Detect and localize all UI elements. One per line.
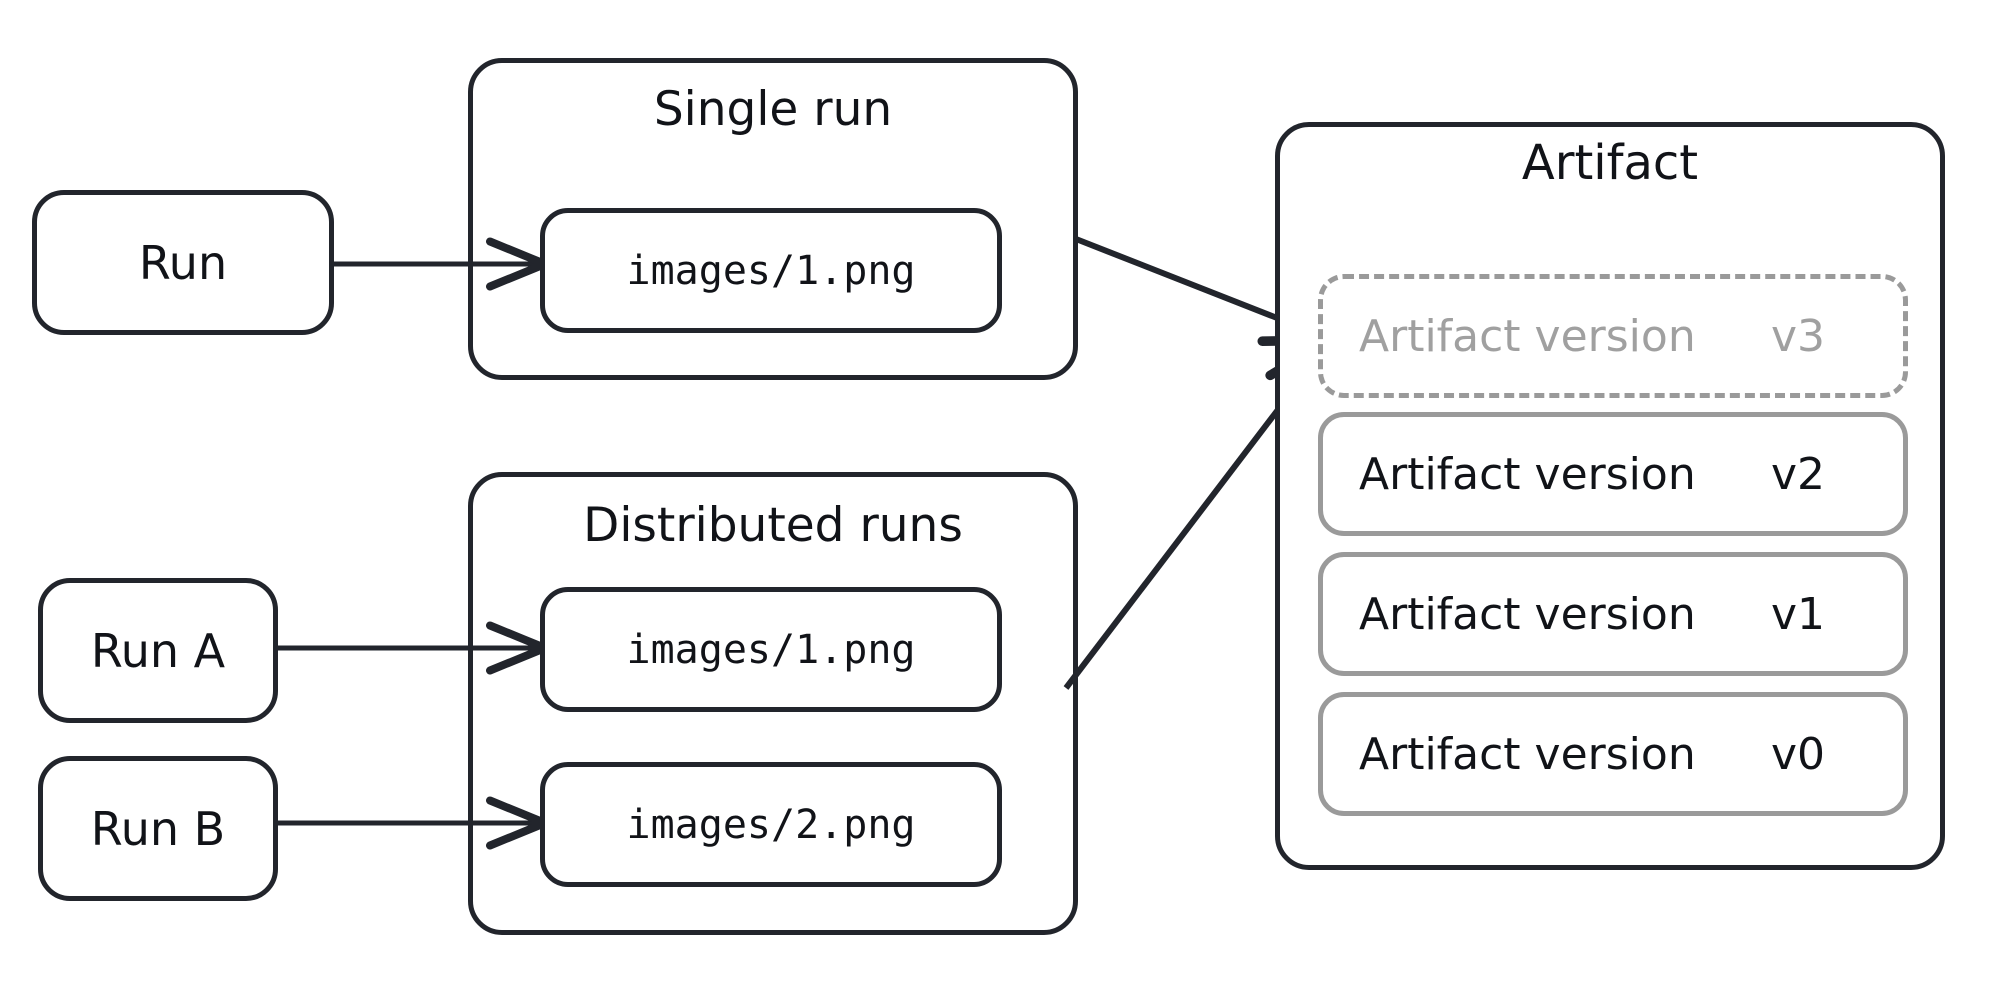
artifact-panel-title: Artifact — [1521, 135, 1699, 191]
distributed-run-file-image2-label: images/2.png — [626, 801, 916, 848]
distributed-run-file-image1[interactable]: images/1.png — [540, 587, 1002, 712]
single-run-group — [468, 58, 1078, 380]
single-run-file-image1[interactable]: images/1.png — [540, 208, 1002, 333]
distributed-runs-group — [468, 472, 1078, 935]
distributed-run-file-image2[interactable]: images/2.png — [540, 762, 1002, 887]
artifact-version-row-v3-tag: v3 — [1770, 310, 1825, 362]
artifact-version-row-v0-name: Artifact version — [1359, 728, 1696, 780]
artifact-version-row-v0-tag: v0 — [1770, 728, 1825, 780]
distributed-runs-group-title: Distributed runs — [583, 498, 963, 553]
run-b-node-label: Run B — [90, 801, 226, 856]
run-node-label: Run — [138, 235, 228, 290]
artifact-version-row-v1-tag: v1 — [1770, 588, 1825, 640]
run-a-node[interactable]: Run A — [38, 578, 278, 723]
single-run-group-title: Single run — [653, 82, 893, 137]
run-node[interactable]: Run — [32, 190, 334, 335]
distributed-run-file-image1-label: images/1.png — [626, 626, 916, 673]
artifact-version-row-v3-name: Artifact version — [1359, 310, 1696, 362]
run-a-node-label: Run A — [90, 623, 226, 678]
artifact-version-row-v2-tag: v2 — [1770, 448, 1825, 500]
single-run-file-image1-label: images/1.png — [626, 247, 916, 294]
run-b-node[interactable]: Run B — [38, 756, 278, 901]
artifact-version-row-v2[interactable]: Artifact version v2 — [1318, 412, 1908, 536]
artifact-version-row-v1-name: Artifact version — [1359, 588, 1696, 640]
artifact-version-row-v3[interactable]: Artifact version v3 — [1318, 274, 1908, 398]
artifact-version-row-v0[interactable]: Artifact version v0 — [1318, 692, 1908, 816]
artifact-version-row-v1[interactable]: Artifact version v1 — [1318, 552, 1908, 676]
artifact-version-row-v2-name: Artifact version — [1359, 448, 1696, 500]
